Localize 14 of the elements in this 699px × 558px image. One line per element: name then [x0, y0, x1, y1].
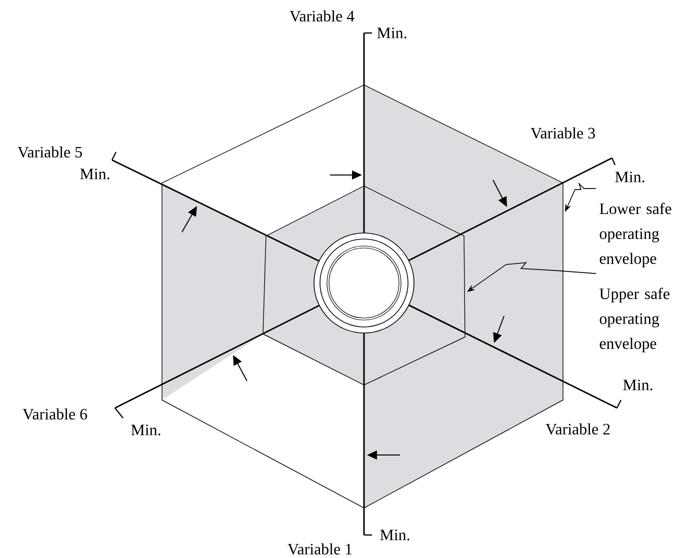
axis-label: Variable 4	[290, 10, 354, 22]
envelope-label: Upper safe operating envelope	[600, 288, 670, 352]
axis-label: Variable 5	[18, 146, 82, 158]
envelope-label: Lower safe operating envelope	[600, 202, 672, 268]
axis-label: Min.	[615, 172, 644, 182]
axis-label: Variable 3	[530, 127, 595, 139]
axis-label: Min.	[377, 28, 406, 38]
axis-label: Min.	[380, 530, 410, 540]
axis-label: Min.	[80, 168, 110, 180]
axis-label: Variable 6	[22, 408, 88, 420]
axis-label: Variable 1	[288, 543, 352, 555]
axis-label: Min.	[131, 424, 160, 436]
axis-label: Variable 2	[546, 423, 610, 435]
axis-label: Min.	[623, 380, 652, 390]
